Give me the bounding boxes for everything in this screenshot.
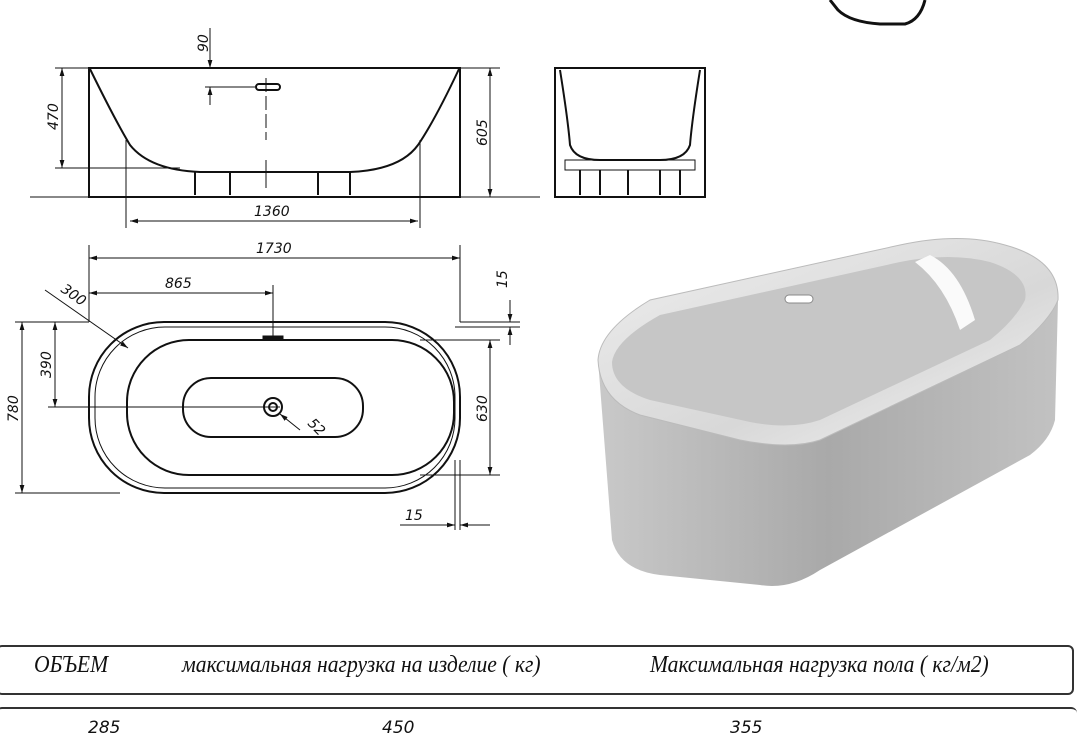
table-divider	[0, 707, 1077, 713]
dim-52: 52	[304, 416, 328, 440]
dim-1730: 1730	[256, 241, 292, 257]
dim-865: 865	[165, 276, 192, 292]
value-max-floor-load: 355	[730, 718, 763, 738]
dim-605: 605	[475, 119, 491, 146]
bathtub-render	[597, 238, 1059, 586]
dim-470: 470	[46, 103, 62, 130]
value-max-load-product: 450	[382, 718, 415, 738]
partial-view	[828, 0, 927, 26]
dim-15-side: 15	[405, 508, 423, 524]
dim-90: 90	[196, 34, 212, 52]
dim-1360: 1360	[254, 204, 290, 220]
dim-15-top: 15	[495, 270, 511, 288]
dim-630: 630	[475, 395, 491, 422]
value-volume: 285	[88, 718, 121, 738]
end-view	[554, 67, 706, 198]
technical-drawing: 90 470 605 1360 1730 865 300 15 780 390 …	[6, 0, 1059, 586]
header-max-floor-load: Максимальная нагрузка пола ( кг/м2)	[650, 652, 989, 678]
top-view	[15, 245, 520, 530]
side-view	[30, 28, 540, 228]
header-volume: ОБЪЕМ	[34, 652, 109, 678]
dim-780: 780	[6, 395, 22, 422]
dim-390: 390	[39, 351, 55, 378]
dimension-labels: 90 470 605 1360 1730 865 300 15 780 390 …	[6, 34, 511, 524]
dim-300: 300	[58, 281, 89, 309]
header-max-load-product: максимальная нагрузка на изделие ( кг)	[182, 652, 541, 678]
table-header-frame	[0, 645, 1074, 695]
